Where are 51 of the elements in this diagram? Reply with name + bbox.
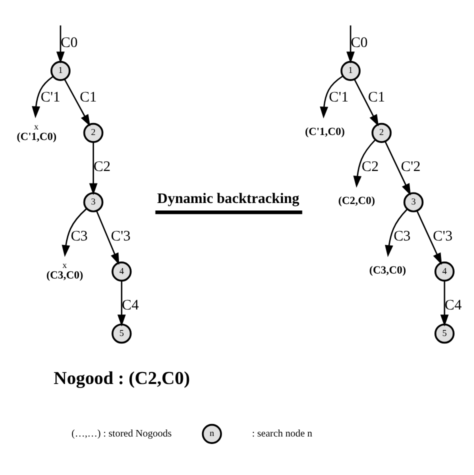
node-text: (C'1,C0): [304, 126, 345, 138]
node-text: (C3,C0): [46, 270, 84, 282]
arrow: [346, 25, 355, 64]
edge-label: C3: [394, 228, 411, 244]
node-text: (C'1,C0): [16, 130, 57, 143]
node-label: x: [34, 121, 39, 132]
node-circle: 5: [112, 324, 132, 344]
arrow: [354, 78, 379, 126]
node-circle: n: [202, 424, 222, 444]
arrow: [62, 208, 87, 257]
node-circle: 1: [50, 60, 71, 81]
node-circle: 4: [112, 262, 132, 282]
node-circle: 2: [372, 122, 392, 143]
node-circle: 4: [434, 262, 455, 282]
edge-label: C2: [362, 159, 379, 176]
node-circle: 5: [434, 324, 455, 344]
arrow: [320, 76, 344, 119]
arrow: [32, 76, 54, 118]
label: Nogood : (C2,C0): [54, 368, 190, 388]
edge-label: C'3: [432, 228, 453, 244]
arrow: [353, 139, 376, 188]
edge-label: C'1: [328, 90, 349, 106]
label: Dynamic backtracking: [157, 190, 300, 207]
node-text: (C3,C0): [369, 264, 406, 276]
arrow: [89, 142, 98, 196]
edge-label: C'3: [110, 228, 131, 244]
edge-label: C2: [94, 159, 111, 176]
arrow: [56, 25, 65, 64]
edge-label: C0: [60, 35, 78, 52]
edge-label: C1: [80, 90, 97, 106]
edge-label: C0: [350, 35, 368, 52]
arrow: [416, 210, 442, 265]
edge-label: C1: [368, 90, 386, 106]
node-circle: 1: [340, 60, 361, 81]
node-label: x: [62, 260, 67, 270]
node-circle: 3: [83, 192, 104, 212]
arrow: [440, 280, 449, 326]
edge-label: C4: [444, 298, 462, 314]
edge-label: C3: [70, 228, 88, 244]
legend-label: (…,…) : stored Nogoods: [72, 428, 172, 440]
arrow: [96, 210, 120, 265]
node-circle: 3: [403, 192, 424, 212]
arrow: [117, 280, 126, 326]
arrow: [384, 208, 408, 258]
node-circle: 2: [83, 122, 104, 143]
edge-label: C'2: [400, 159, 421, 176]
node-text: (C2,C0): [338, 195, 376, 208]
arrow: [384, 141, 411, 196]
arrow: [64, 78, 90, 126]
legend-label: : search node n: [252, 428, 312, 440]
edge-label: C'1: [40, 90, 60, 106]
